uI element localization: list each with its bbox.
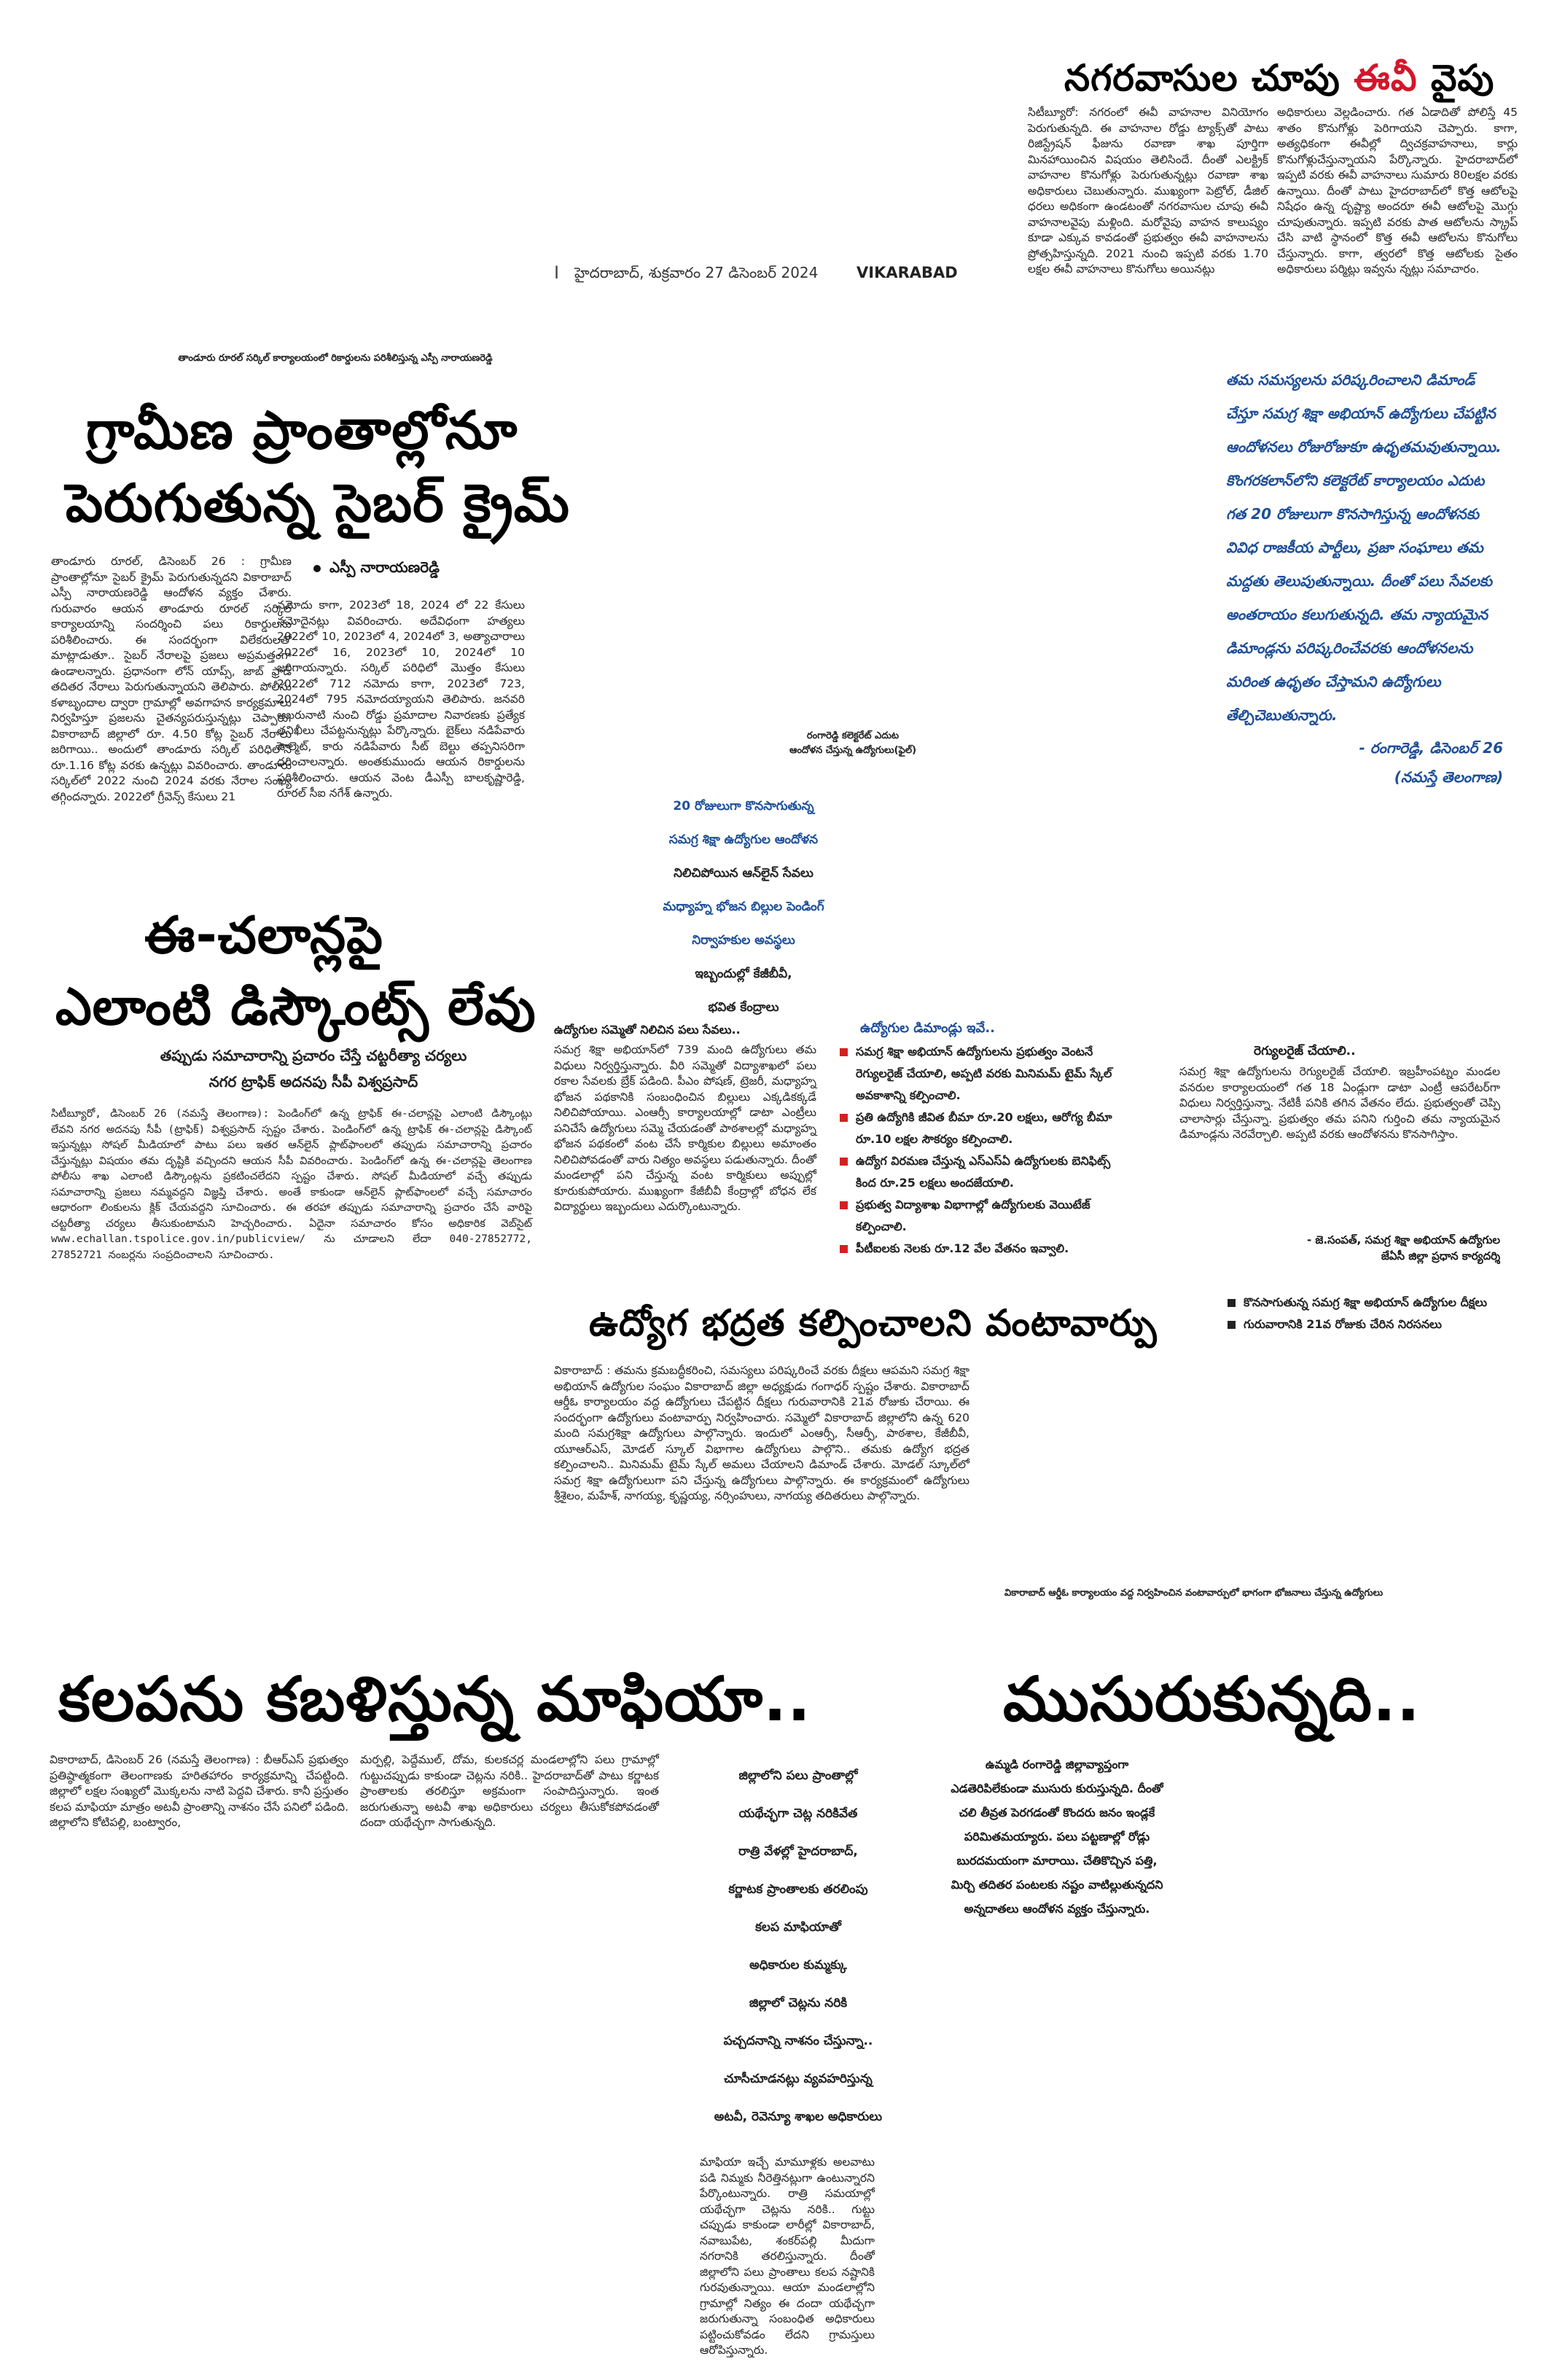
mafia-callout-line: జిల్లాలో చెట్లను నరికి	[749, 1996, 848, 2010]
cyber-headline-line2: పెరుగుతున్న సైబర్ క్రైమ్	[66, 472, 570, 534]
masthead: I హైదరాబాద్, శుక్రవారం 27 డిసెంబర్ 2024 …	[554, 262, 1064, 284]
cooks-bullets: కొనసాగుతున్న సమగ్ర శిక్షా అభియాన్ ఉద్యోగ…	[1226, 1292, 1532, 1335]
mafia-callout-line: రాత్రి వేళల్లో హైదరాబాద్,	[738, 1844, 858, 1859]
fog-headline: ముసురుకున్నది..	[1003, 1663, 1421, 1735]
samagra-highlight-line: 20 రోజులుగా కొనసాగుతున్న	[673, 799, 814, 814]
mafia-callout-line: యథేచ్ఛగా చెట్ల నరికివేత	[738, 1806, 858, 1821]
cyber-byline-text: ఎస్పీ నారాయణరెడ్డి	[329, 558, 440, 576]
masthead-date: హైదరాబాద్, శుక్రవారం 27 డిసెంబర్ 2024	[574, 264, 819, 281]
ev-headline-highlight: ఈవీ	[1354, 57, 1418, 99]
samagra-demands-title: ఉద్యోగుల డిమాండ్లు ఇవే..	[860, 1021, 996, 1036]
ev-column-2: అధికారులు వెల్లడించారు. గత ఏడాదితో పోలిస…	[1277, 106, 1518, 276]
samagra-quote: తమ సమస్యలను పరిష్కరించాలని డిమాండ్ చేస్త…	[1226, 363, 1503, 790]
mafia-headline: కలపను కబళిస్తున్న మాఫియా..	[58, 1663, 811, 1735]
mafia-callout-line: పచ్చదనాన్ని నాశనం చేస్తున్నా..	[723, 2034, 873, 2048]
samagra-regular-title: రెగ్యులరైజ్ చేయాలి..	[1254, 1044, 1356, 1058]
samagra-photo-caption: రంగారెడ్డి కలెక్టరేట్ ఎదుట ఆందోళన చేస్తు…	[765, 729, 940, 758]
ev-column-1: సిటీబ్యూరో: నగరంలో ఈవీ వాహనాల వినియోగం ప…	[1028, 106, 1268, 276]
cooks-bullet-item: గురువారానికి 21వ రోజుకు చేరిన నిరసనలు	[1226, 1314, 1532, 1335]
samagra-demand-item: పీటీఐలకు నెలకు రూ.12 వేల వేతనం ఇవ్వాలి.	[838, 1238, 1130, 1260]
mafia-callout-line: కలప మాఫియాతో	[755, 1920, 841, 1935]
byline-bullet-icon	[313, 565, 321, 572]
samagra-services-title: ఉద్యోగుల సమ్మెతో నిలిచిన పలు సేవలు..	[554, 1023, 741, 1037]
samagra-regular-source-line1: - జె.సంపత్, సమగ్ర శిక్షా అభియాన్ ఉద్యోగు…	[1306, 1233, 1500, 1246]
samagra-highlight-line: నిర్వాహకుల అవస్థలు	[692, 933, 795, 948]
samagra-photo-caption-line1: రంగారెడ్డి కలెక్టరేట్ ఎదుట	[806, 730, 900, 741]
mafia-column-1: వికారాబాద్, డిసెంబర్ 26 (నమస్తే తెలంగాణ)…	[50, 1753, 348, 1829]
cyber-column-2: నమోదు కాగా, 2023లో 18, 2024 లో 22 కేసులు…	[277, 598, 525, 800]
masthead-edition: VIKARABAD	[856, 264, 958, 281]
samagra-demands-list: సమగ్ర శిక్షా అభియాన్ ఉద్యోగులను ప్రభుత్వ…	[838, 1041, 1130, 1260]
samagra-demand-item: ఉద్యోగ విరమణ చేస్తున్న ఎస్ఎస్ఏ ఉద్యోగులక…	[838, 1150, 1130, 1194]
mafia-callout-line: అటవీ, రెవెన్యూ శాఖల అధికారులు	[714, 2110, 883, 2124]
samagra-services-body: సమగ్ర శిక్షా అభియాన్‌లో 739 మంది ఉద్యోగు…	[554, 1043, 816, 1213]
ev-headline-pre: నగరవాసుల చూపు	[1064, 57, 1354, 99]
ev-headline-post: వైపు	[1417, 57, 1495, 99]
echallan-deck-line1: తప్పుడు సమాచారాన్ని ప్రచారం చేస్తే చట్టర…	[160, 1047, 467, 1064]
mafia-callout-line: కర్ణాటక ప్రాంతాలకు తరలింపు	[728, 1882, 868, 1897]
samagra-highlight-line: మధ్యాహ్న భోజన బిల్లుల పెండింగ్	[663, 900, 824, 914]
cooks-bullet-item: కొనసాగుతున్న సమగ్ర శిక్షా అభియాన్ ఉద్యోగ…	[1226, 1292, 1532, 1314]
samagra-highlight-line: నిలిచిపోయిన ఆన్‌లైన్ సేవలు	[674, 866, 813, 881]
cooks-headline: ఉద్యోగ భద్రత కల్పించాలని వంటావార్పు	[589, 1302, 1158, 1344]
mafia-column-3: మాఫియా ఇచ్చే మామూళ్లకు అలవాటు పడి నిమ్మక…	[700, 2155, 875, 2357]
cooks-body: వికారాబాద్ : తమను క్రమబద్ధీకరించి, సమస్య…	[554, 1364, 969, 1502]
echallan-body: సిటీబ్యూరో, డిసెంబర్ 26 (నమస్తే తెలంగాణ)…	[51, 1108, 532, 1261]
ev-headline: నగరవాసుల చూపు ఈవీ వైపు	[1064, 57, 1494, 109]
echallan-deck-line2: నగర ట్రాఫిక్ అదనపు సీపీ విశ్వప్రసాద్	[208, 1073, 418, 1090]
cyber-column-1: తాండూరు రూరల్, డిసెంబర్ 26 : గ్రామీణ ప్ర…	[51, 555, 292, 803]
samagra-demand-item: ప్రతి ఉద్యోగికి జీవిత బీమా రూ.20 లక్షలు,…	[838, 1107, 1130, 1150]
samagra-quote-text: తమ సమస్యలను పరిష్కరించాలని డిమాండ్ చేస్త…	[1226, 371, 1502, 724]
cyber-photo-caption: తాండూరు రూరల్ సర్కిల్ కార్యాలయంలో రికార్…	[178, 353, 493, 364]
echallan-headline-line1: ఈ-చలాన్లపై	[144, 905, 383, 965]
mafia-callout-line: అధికారుల కుమ్మక్కు	[749, 1958, 847, 1973]
mafia-callout-line: చూసీచూడనట్లు వ్యవహరిస్తున్న	[724, 2072, 873, 2086]
mafia-callout-line: జిల్లాలోని పలు ప్రాంతాల్లో	[738, 1768, 858, 1783]
mafia-callout: జిల్లాలోని పలు ప్రాంతాల్లో యథేచ్ఛగా చెట్ల…	[641, 1757, 955, 2136]
cooks-photo-caption: వికారాబాద్ ఆర్డీఓ కార్యాలయం వద్ద నిర్వహి…	[1004, 1588, 1384, 1599]
samagra-highlight-line: భవిత కేంద్రాలు	[708, 1000, 779, 1015]
mafia-column-2: మర్పల్లి, పెద్దేముల్, దోమ, కులకచర్ల మండల…	[360, 1753, 659, 1829]
samagra-quote-source: (నమస్తే తెలంగాణ)	[1394, 768, 1503, 786]
samagra-regular-source: - జె.సంపత్, సమగ్ర శిక్షా అభియాన్ ఉద్యోగు…	[1179, 1232, 1500, 1264]
samagra-demand-item: ప్రభుత్వ విద్యాశాఖ విభాగాల్లో ఉద్యోగులకు…	[838, 1194, 1130, 1238]
cyber-headline-line1: గ్రామీణ ప్రాంతాల్లోనూ	[86, 399, 518, 461]
masthead-separator: I	[554, 262, 560, 283]
cyber-byline: ఎస్పీ నారాయణరెడ్డి	[313, 558, 440, 580]
samagra-regular-source-line2: జేఏసీ జిల్లా ప్రధాన కార్యదర్శి	[1381, 1249, 1500, 1263]
samagra-demand-item: సమగ్ర శిక్షా అభియాన్ ఉద్యోగులను ప్రభుత్వ…	[838, 1041, 1130, 1107]
samagra-highlights: 20 రోజులుగా కొనసాగుతున్న సమగ్ర శిక్షా ఉద్…	[539, 789, 948, 1024]
samagra-photo-caption-line2: ఆందోళన చేస్తున్న ఉద్యోగులు(ఫైల్)	[789, 745, 917, 756]
samagra-quote-dateline: - రంగారెడ్డి, డిసెంబర్ 26	[1359, 739, 1503, 757]
fog-body: ఉమ్మడి రంగారెడ్డి జిల్లావ్యాప్తంగా ఎడతెర…	[951, 1757, 1163, 1916]
samagra-highlight-line: ఇబ్బందుల్లో కేజీబీవీ,	[695, 967, 792, 981]
samagra-regular-body: సమగ్ర శిక్షా ఉద్యోగులను రెగ్యులరైజ్ చేయా…	[1179, 1065, 1500, 1141]
samagra-highlight-line: సమగ్ర శిక్షా ఉద్యోగుల ఆందోళన	[668, 832, 819, 847]
echallan-headline-line2: ఎలాంటి డిస్కౌంట్స్ లేవు	[55, 977, 536, 1037]
